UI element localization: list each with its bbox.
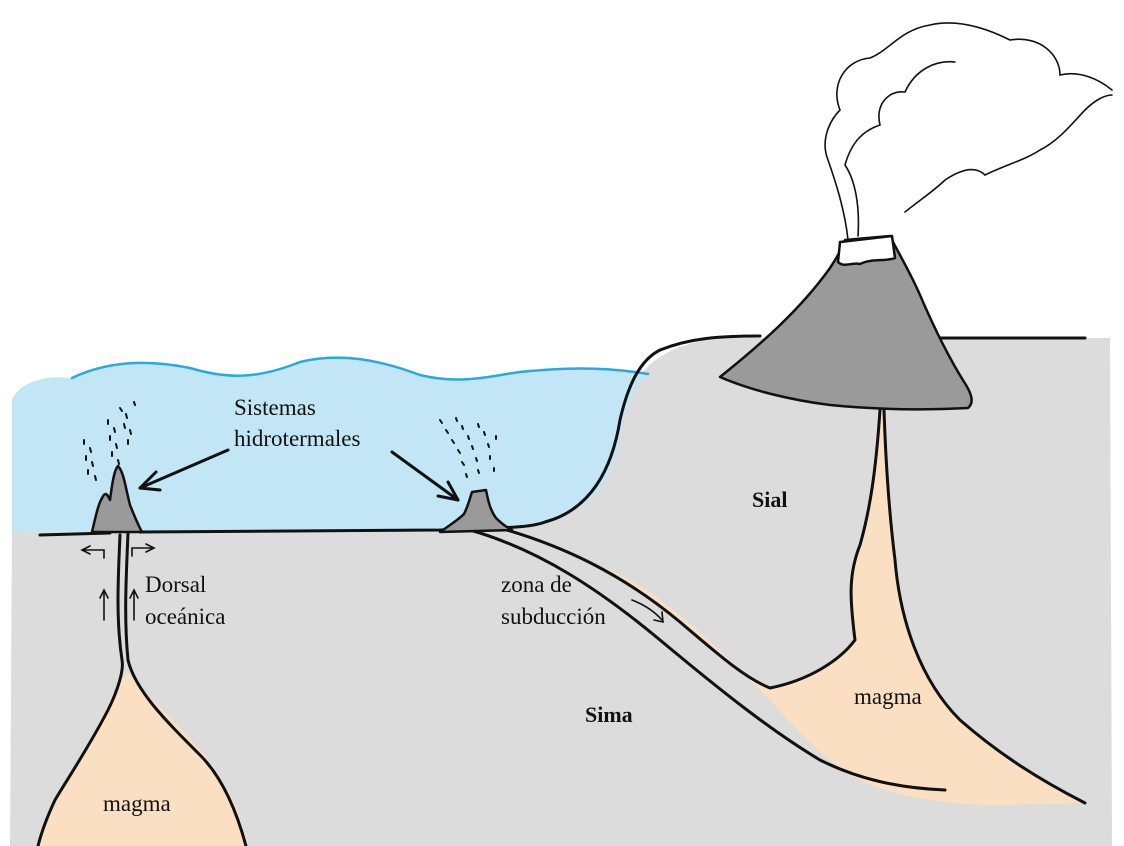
label-magma-right: magma	[854, 684, 922, 709]
label-sial: Sial	[752, 487, 787, 512]
volcano-snowcap	[838, 236, 895, 265]
label-sima: Sima	[585, 702, 633, 727]
label-zona-de: zona de	[501, 572, 572, 597]
label-oceanica: oceánica	[145, 604, 225, 629]
label-dorsal: Dorsal	[145, 572, 206, 597]
label-subduccion: subducción	[501, 604, 606, 629]
label-hidrotermales: hidrotermales	[234, 426, 361, 451]
label-magma-left: magma	[103, 791, 171, 816]
smoke-plume	[825, 23, 1112, 240]
label-sistemas: Sistemas	[234, 395, 316, 420]
